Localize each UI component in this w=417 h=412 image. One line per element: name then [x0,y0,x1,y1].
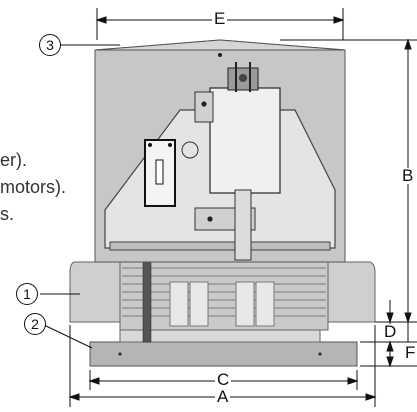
dim-label-d: D [382,322,399,341]
callout-3: 3 [39,34,61,56]
dim-label-e: E [212,9,228,28]
switch-screw [168,143,172,147]
hood-rivet [218,53,222,57]
blade-panels [169,281,275,327]
hood-cap [94,39,346,51]
motor-port [181,141,199,159]
base-plate [89,341,358,367]
motor-mount [194,91,214,123]
shaft-column [234,189,252,261]
dim-label-a: A [215,387,231,406]
pulley-hub [239,74,247,82]
motor-body [209,87,281,194]
dim-label-f: F [403,343,417,362]
switch-lever [155,159,164,185]
base-bolt [118,352,122,356]
fan-louvers [122,267,326,317]
side-text-line-1: er). [0,150,27,170]
support-rail [109,241,331,251]
motor-mount-bolt [201,101,207,107]
motor-base-bolt [207,216,213,222]
switch-screw [148,143,152,147]
dim-label-c: C [215,370,232,389]
side-text-line-2: motors). [0,177,67,197]
dim-label-b: B [400,166,416,185]
callout-leaders [40,44,120,349]
base-bolt [318,352,322,356]
callout-2: 2 [24,313,46,335]
side-text-line-3: s. [0,204,15,224]
callout-1: 1 [16,283,38,305]
fan-wheel [119,259,329,331]
